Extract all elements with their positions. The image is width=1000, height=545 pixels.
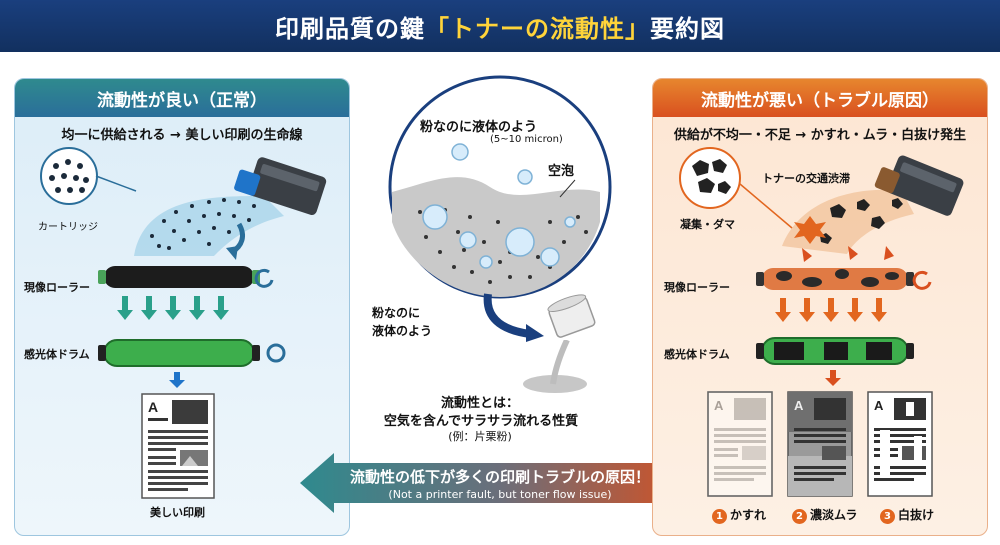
good-flow-header: 流動性が良い（正常） [15, 79, 349, 117]
toner-jam-label: トナーの交通渋滞 [762, 172, 850, 185]
cause-banner-main: 流動性の低下が多くの印刷トラブルの原因！ [349, 468, 650, 486]
air-bubble-label: 空泡 [548, 164, 575, 179]
powder-pour [523, 340, 587, 393]
good-drum-label: 感光体ドラム [24, 348, 90, 361]
svg-text:A: A [874, 398, 884, 413]
good-flow-subtitle: 均一に供給される → 美しい印刷の生命線 [61, 128, 303, 143]
good-roller-label: 現像ローラー [24, 281, 90, 294]
good-print-label: 美しい印刷 [150, 506, 205, 519]
poor-drum-label: 感光体ドラム [664, 348, 730, 361]
result-uneven-label: 濃淡ムラ [810, 508, 858, 522]
definition-text: 空気を含んでサラサラ流れる性質 [383, 414, 579, 429]
definition-example: (例：片栗粉) [448, 430, 512, 443]
result-voids-label: 白抜け [898, 508, 935, 522]
side-label-line1: 粉なのに [372, 306, 421, 320]
poor-flow-header: 流動性が悪い（トラブル原因） [653, 79, 987, 117]
clump-label: 凝集・ダマ [680, 218, 735, 231]
title-bar: 印刷品質の鍵 「トナーの流動性」 要約図 [0, 0, 1000, 52]
cartridge-label: カートリッジ [38, 222, 98, 233]
good-flow-illustration: A [40, 147, 327, 499]
result-voids-number: 3 [880, 509, 895, 524]
result-faded-number: 1 [712, 509, 727, 524]
svg-text:A: A [714, 398, 724, 413]
title-after: 要約図 [650, 14, 725, 43]
cause-banner: 流動性の低下が多くの印刷トラブルの原因！ (Not a printer faul… [300, 450, 700, 516]
powder-like-liquid-title: 粉なのに液体のよう [420, 120, 538, 135]
svg-text:A: A [794, 398, 804, 413]
particle-size-note: (5~10 micron) [490, 134, 563, 145]
poor-roller-label: 現像ローラー [664, 281, 730, 294]
poor-flow-illustration: A A A [679, 147, 964, 497]
side-label-line2: 液体のよう [372, 324, 433, 338]
svg-text:A: A [148, 399, 158, 415]
double-arrow-shape [300, 453, 700, 513]
result-uneven-number: 2 [792, 509, 807, 524]
cause-banner-sub: (Not a printer fault, but toner flow iss… [388, 488, 612, 501]
title-highlight: 「トナーの流動性」 [425, 14, 650, 43]
title-before: 印刷品質の鍵 [275, 14, 425, 43]
result-faded-label: かすれ [730, 508, 767, 522]
definition-heading: 流動性とは： [440, 396, 519, 411]
poor-flow-subtitle: 供給が不均一・不足 → かすれ・ムラ・白抜け発生 [673, 128, 967, 143]
faded-print: A [707, 391, 773, 497]
toner-powder-illustration [388, 75, 612, 342]
